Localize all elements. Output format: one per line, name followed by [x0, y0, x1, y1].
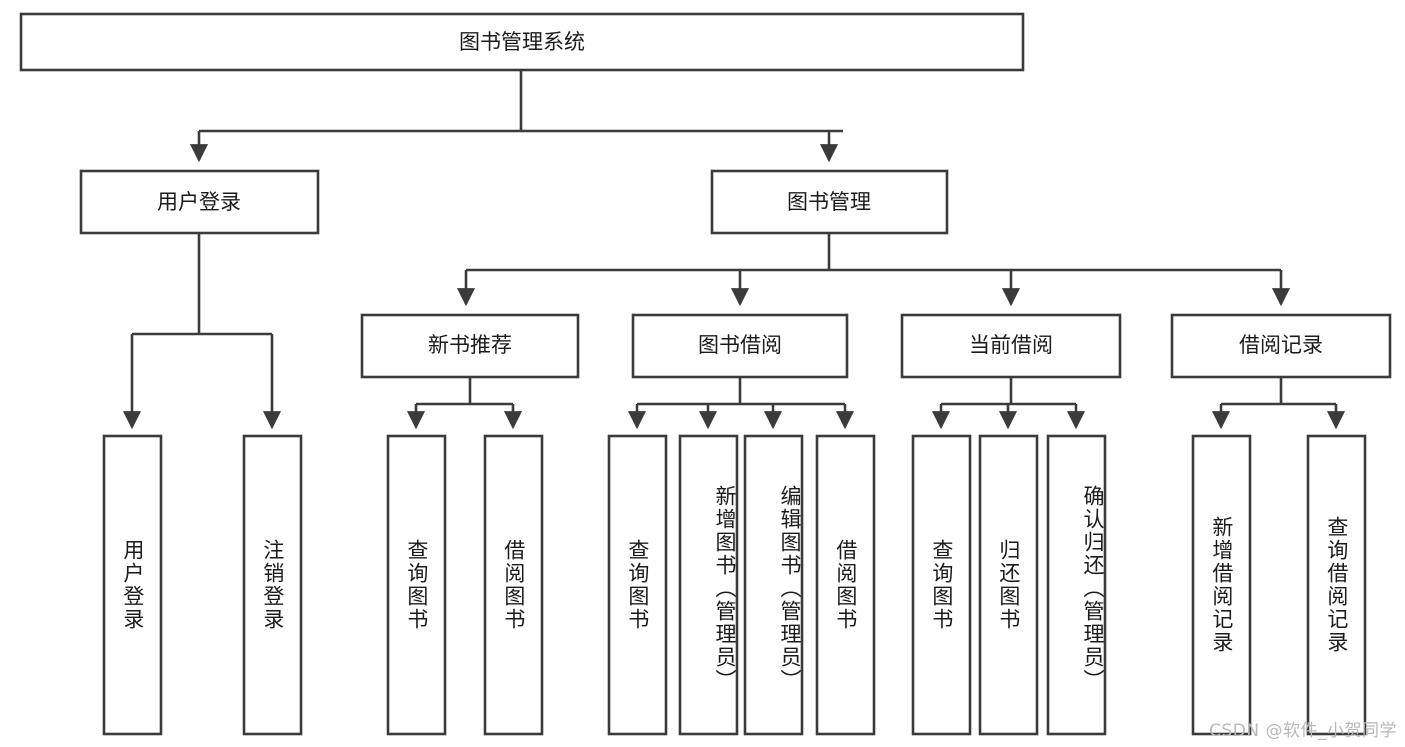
leaf-box-add-borrow-record[interactable] — [1191, 434, 1252, 736]
leaf-box-query-book-borrow[interactable] — [607, 434, 668, 736]
node-label-borrow-record: 借阅记录 — [1239, 333, 1323, 357]
leaf-box-query-book-rec[interactable] — [386, 434, 447, 736]
leaf-box-query-book-current[interactable] — [911, 434, 972, 736]
leaf-box-logout[interactable] — [242, 434, 303, 736]
node-root-system[interactable]: 图书管理系统 — [19, 12, 1025, 72]
node-label-user-login: 用户登录 — [157, 190, 241, 214]
node-label-book-borrow: 图书借阅 — [698, 333, 782, 357]
node-book-borrow[interactable]: 图书借阅 — [631, 313, 849, 379]
connector-user-login-to-leaves — [122, 234, 282, 430]
leaf-box-add-book-admin[interactable] — [678, 434, 739, 736]
connector-current-borrow-to-leaves — [931, 377, 1086, 430]
node-label-root: 图书管理系统 — [459, 30, 585, 54]
node-label-new-book-recommend: 新书推荐 — [428, 333, 512, 357]
node-new-book-recommend[interactable]: 新书推荐 — [360, 313, 580, 379]
connector-book-mgmt-to-level3 — [456, 234, 1291, 307]
leaf-box-user-login[interactable] — [102, 434, 163, 736]
node-borrow-record[interactable]: 借阅记录 — [1170, 313, 1392, 379]
node-label-current-borrow: 当前借阅 — [969, 333, 1053, 357]
connector-root-to-level2 — [189, 70, 843, 163]
connector-book-borrow-to-leaves — [627, 377, 855, 430]
node-user-login[interactable]: 用户登录 — [79, 169, 320, 235]
node-current-borrow[interactable]: 当前借阅 — [900, 313, 1122, 379]
connector-borrow-record-to-leaves — [1211, 377, 1346, 430]
node-label-book-management: 图书管理 — [787, 190, 871, 214]
leaf-box-return-book[interactable] — [978, 434, 1039, 736]
leaf-box-query-borrow-record[interactable] — [1306, 434, 1367, 736]
leaf-box-borrow-book[interactable] — [815, 434, 876, 736]
node-book-management[interactable]: 图书管理 — [710, 169, 949, 235]
leaf-box-borrow-book-rec[interactable] — [483, 434, 544, 736]
connector-new-book-rec-to-leaves — [406, 377, 523, 430]
leaf-box-edit-book-admin[interactable] — [743, 434, 804, 736]
leaf-box-confirm-return-admin[interactable] — [1046, 434, 1107, 736]
watermark-text: CSDN @软件_小贺同学 — [1209, 721, 1397, 741]
